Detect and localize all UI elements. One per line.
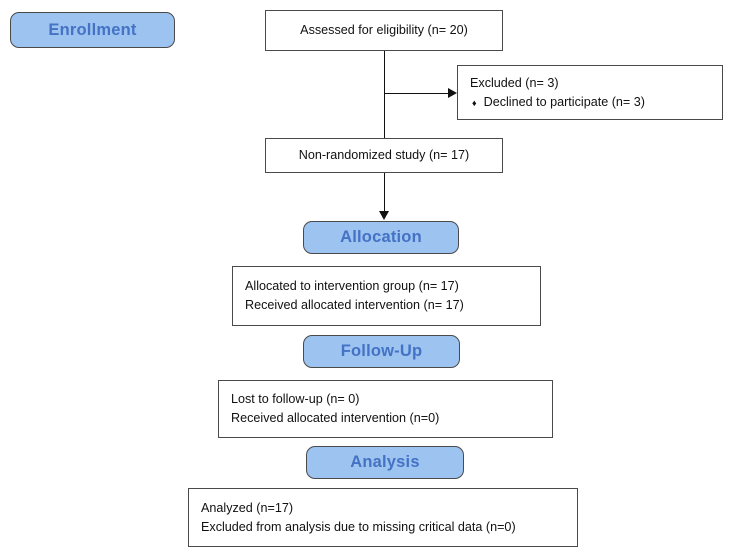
node-lost-line-1: Lost to follow-up (n= 0) (231, 392, 360, 407)
node-excluded-heading: Excluded (n= 3) (470, 75, 559, 90)
stage-badge-follow-up[interactable]: Follow-Up (303, 335, 460, 368)
node-allocated[interactable]: Allocated to intervention group (n= 17) … (232, 266, 541, 326)
node-assessed-line-1: Assessed for eligibility (n= 20) (300, 23, 468, 38)
node-non-randomized-line-1: Non-randomized study (n= 17) (298, 148, 470, 163)
node-assessed-for-eligibility[interactable]: Assessed for eligibility (n= 20) (265, 10, 503, 51)
stage-badge-analysis[interactable]: Analysis (306, 446, 464, 479)
node-allocated-line-1: Allocated to intervention group (n= 17) (245, 279, 459, 294)
stage-badge-enrollment-label: Enrollment (48, 20, 137, 39)
stage-badge-allocation[interactable]: Allocation (303, 221, 459, 254)
stage-badge-analysis-label: Analysis (350, 453, 420, 472)
diamond-bullet-icon: ♦ (472, 97, 477, 108)
node-analyzed-line-1: Analyzed (n=17) (201, 500, 294, 515)
stage-badge-allocation-label: Allocation (340, 228, 422, 247)
connector-assessed-to-nonrandomized (384, 51, 385, 138)
stage-badge-enrollment[interactable]: Enrollment (10, 12, 175, 48)
node-excluded-bullet-text: Declined to participate (n= 3) (483, 94, 645, 109)
node-lost-line-2: Received allocated intervention (n=0) (231, 411, 440, 425)
arrowhead-to-excluded-icon (448, 88, 457, 98)
arrowhead-to-allocation-icon (379, 211, 389, 220)
stage-badge-follow-up-label: Follow-Up (340, 342, 423, 361)
connector-nonrandomized-to-allocation (384, 173, 385, 213)
node-allocated-line-2: Received allocated intervention (n= 17) (245, 298, 464, 312)
node-analyzed[interactable]: Analyzed (n=17) Excluded from analysis d… (188, 488, 578, 547)
node-excluded-bullet-item: ♦ Declined to participate (n= 3) (470, 93, 645, 112)
connector-branch-to-excluded (384, 93, 449, 94)
node-analyzed-line-2: Excluded from analysis due to missing cr… (201, 519, 516, 534)
node-excluded[interactable]: Excluded (n= 3) ♦ Declined to participat… (457, 65, 723, 120)
node-lost-to-follow-up[interactable]: Lost to follow-up (n= 0) Received alloca… (218, 380, 553, 438)
node-non-randomized-study[interactable]: Non-randomized study (n= 17) (265, 138, 503, 173)
